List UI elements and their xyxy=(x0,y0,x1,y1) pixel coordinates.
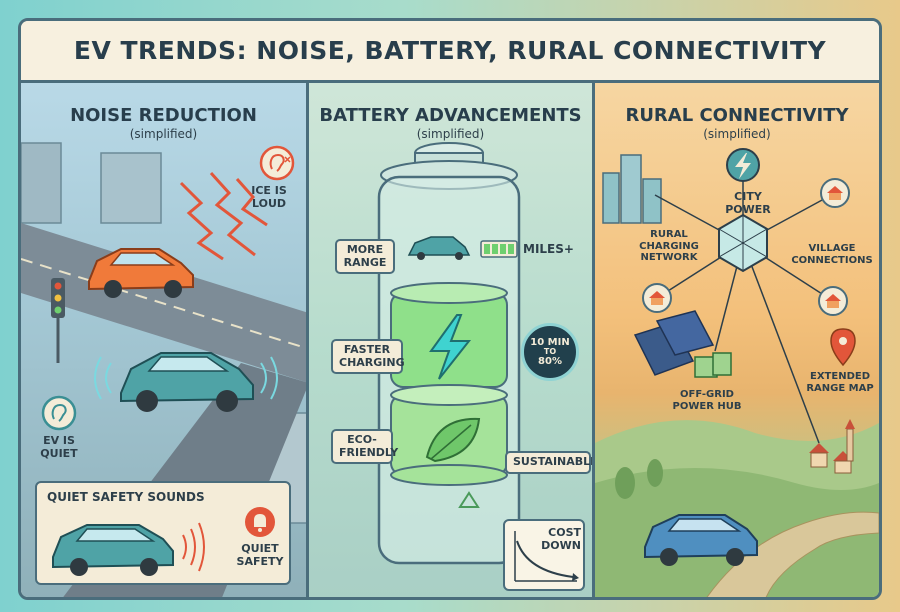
village-connections-label: VILLAGE CONNECTIONS xyxy=(791,243,873,266)
title-bar: EV TRENDS: NOISE, BATTERY, RURAL CONNECT… xyxy=(21,21,879,83)
infographic-frame: EV TRENDS: NOISE, BATTERY, RURAL CONNECT… xyxy=(18,18,882,600)
house-icon xyxy=(642,283,672,313)
recycle-icon xyxy=(458,491,480,508)
cost-down-chart xyxy=(514,531,579,582)
faster-charging-tag: FASTER CHARGING xyxy=(331,339,405,375)
noise-panel-subtitle: (simplified) xyxy=(129,127,198,141)
battery-panel-title: BATTERY ADVANCEMENTS xyxy=(319,105,582,126)
quiet-ear-icon xyxy=(41,395,77,431)
lightning-icon xyxy=(429,314,472,380)
solar-panel-icon xyxy=(633,310,732,378)
safety-ev-car xyxy=(52,522,205,576)
cost-down-box: COST DOWN xyxy=(503,519,585,591)
charge-pct: 80% xyxy=(538,356,562,368)
house-icon xyxy=(818,286,848,316)
city-power-label: CITY POWER xyxy=(725,190,771,216)
battery-panel-subtitle: (simplified) xyxy=(416,127,485,141)
quiet-safety-label: QUIET SAFETY xyxy=(236,542,284,568)
ev-car xyxy=(94,352,278,412)
house-icon xyxy=(820,178,850,208)
rural-panel-subtitle: (simplified) xyxy=(703,127,771,141)
rural-scene xyxy=(595,148,879,597)
ice-car xyxy=(88,248,194,298)
page-title: EV TRENDS: NOISE, BATTERY, RURAL CONNECT… xyxy=(73,36,827,65)
sustainable-tag: SUSTAINABLE xyxy=(505,451,592,474)
ice-loud-label: ICE IS LOUD xyxy=(251,184,287,210)
charge-time: 10 MIN xyxy=(530,336,570,348)
miles-label: MILES+ xyxy=(523,242,574,256)
location-pin-icon xyxy=(830,328,856,367)
battery-advancements-panel: BATTERY ADVANCEMENTS (simplified) xyxy=(309,83,595,597)
cost-down-label: COST DOWN xyxy=(541,526,581,552)
rural-network-label: RURAL CHARGING NETWORK xyxy=(639,229,699,263)
noise-zigzag xyxy=(179,171,268,261)
safety-sounds-title: QUIET SAFETY SOUNDS xyxy=(47,490,205,504)
rural-ev-car xyxy=(644,514,758,566)
charge-time-badge: 10 MIN TO 80% xyxy=(521,323,579,381)
ear-icon xyxy=(259,145,295,181)
rural-panel-title: RURAL CONNECTIVITY xyxy=(625,105,849,126)
more-range-tag: MORE RANGE xyxy=(335,239,395,275)
offgrid-hub-label: OFF-GRID POWER HUB xyxy=(672,389,742,412)
rural-connectivity-panel: RURAL CONNECTIVITY (simplified) xyxy=(595,83,879,597)
quiet-safety-box: QUIET SAFETY SOUNDS QUIET SAFETY xyxy=(35,481,291,585)
eco-friendly-tag: ECO-FRIENDLY xyxy=(331,429,398,465)
noise-reduction-panel: NOISE REDUCTION (simplified) xyxy=(21,83,309,597)
ev-quiet-label: EV IS QUIET xyxy=(40,434,78,460)
noise-panel-title: NOISE REDUCTION xyxy=(70,105,257,126)
extended-range-label: EXTENDED RANGE MAP xyxy=(806,371,874,394)
bell-icon xyxy=(245,507,275,537)
charge-to: TO xyxy=(543,346,557,356)
battery-illustration xyxy=(377,142,521,565)
